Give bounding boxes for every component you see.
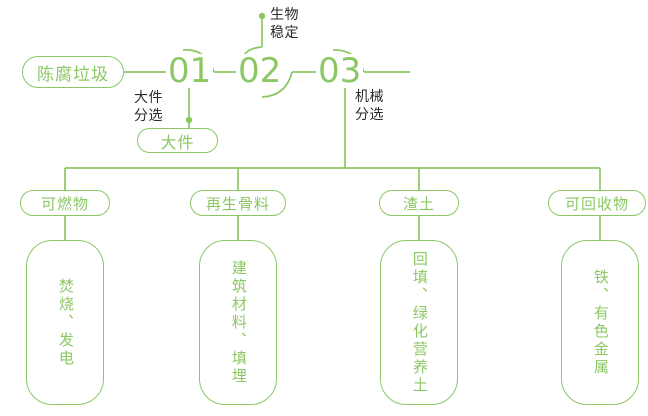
source-node[interactable]: 陈腐垃圾 <box>22 56 124 88</box>
output-detail-box-3[interactable]: 回填、绿化营养土 <box>380 240 458 405</box>
source-label: 陈腐垃圾 <box>37 64 109 84</box>
output-label-2: 再生骨料 <box>205 195 270 213</box>
dot-bio <box>258 12 266 20</box>
output-detail-box-4[interactable]: 铁、有色金属 <box>561 240 639 405</box>
output-pill-3[interactable]: 渣土 <box>379 190 459 216</box>
step-number-03[interactable]: 03 <box>316 51 364 91</box>
output-detail-box-2[interactable]: 建筑材料、填埋 <box>199 240 277 405</box>
output-pill-4[interactable]: 可回收物 <box>548 190 646 216</box>
output-label-1: 可燃物 <box>40 195 89 213</box>
step-annotation-bio-stabilization: 生物 稳定 <box>270 6 299 40</box>
output-pill-1[interactable]: 可燃物 <box>20 190 110 216</box>
step-number-01[interactable]: 01 <box>166 51 214 91</box>
output-label-4: 可回收物 <box>564 195 629 213</box>
bulky-output-node[interactable]: 大件 <box>137 128 218 153</box>
output-label-3: 渣土 <box>402 195 435 213</box>
output-detail-text-1: 焚烧、发电 <box>56 277 74 368</box>
output-detail-text-2: 建筑材料、填埋 <box>229 259 247 386</box>
bulky-output-label: 大件 <box>160 134 195 152</box>
step-annotation-mechanical-sorting: 机械 分选 <box>355 88 384 122</box>
step-number-02[interactable]: 02 <box>236 51 284 91</box>
output-detail-box-1[interactable]: 焚烧、发电 <box>26 240 104 405</box>
arc-step2-bottomright <box>261 71 293 98</box>
output-detail-text-3: 回填、绿化营养土 <box>410 250 428 395</box>
step-annotation-bulky-sorting: 大件 分选 <box>134 89 163 123</box>
output-detail-text-4: 铁、有色金属 <box>591 268 609 377</box>
output-pill-2[interactable]: 再生骨料 <box>190 190 286 216</box>
